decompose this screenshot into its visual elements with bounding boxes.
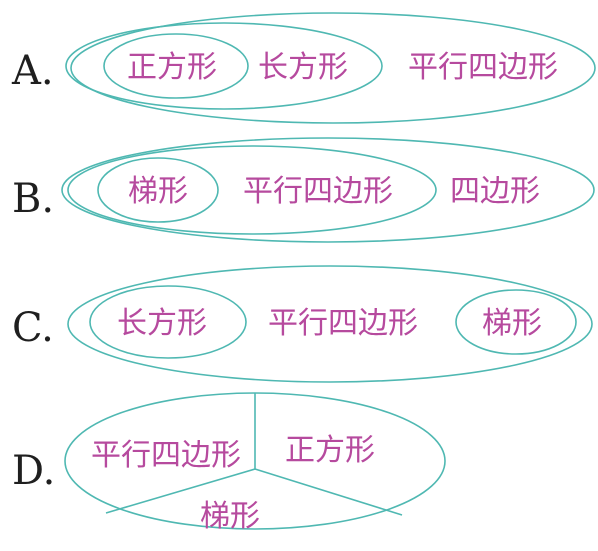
option-a-inner-set [103, 33, 249, 99]
option-a: A. 正方形 长方形 平行四边形 [11, 12, 596, 124]
option-a-label: A. [11, 48, 54, 94]
option-b-middle-set [67, 145, 437, 235]
option-d: D. 平行四边形 正方形 梯形 [12, 392, 446, 534]
option-b-outer-set [61, 137, 595, 243]
option-d-divider-right [254, 468, 403, 516]
option-c-center-term: 平行四边形 [268, 306, 418, 341]
option-b-middle-term: 平行四边形 [243, 174, 393, 209]
option-a-inner-term: 正方形 [127, 50, 217, 85]
option-d-label: D. [12, 448, 55, 494]
option-d-sector-left-term: 平行四边形 [91, 438, 241, 473]
option-d-divider-left [105, 468, 256, 514]
option-b-inner-term: 梯形 [128, 174, 188, 209]
option-b: B. 梯形 平行四边形 四边形 [12, 137, 595, 243]
option-a-middle-set [65, 22, 383, 110]
option-a-middle-term: 长方形 [258, 50, 348, 85]
option-c-right-term: 梯形 [482, 306, 542, 341]
option-d-sector-bottom-term: 梯形 [200, 499, 260, 534]
option-a-outer-term: 平行四边形 [408, 50, 558, 85]
option-b-inner-set [97, 157, 219, 223]
option-b-outer-term: 四边形 [450, 174, 540, 209]
option-c: C. 长方形 平行四边形 梯形 [12, 265, 593, 383]
option-a-outer-set [70, 12, 596, 124]
option-b-label: B. [12, 176, 54, 222]
option-c-right-set [455, 289, 577, 355]
option-c-outer-set [67, 265, 593, 383]
option-d-sector-right-term: 正方形 [285, 433, 375, 468]
option-c-left-term: 长方形 [117, 306, 207, 341]
option-c-left-set [89, 285, 247, 359]
option-c-label: C. [12, 305, 54, 351]
